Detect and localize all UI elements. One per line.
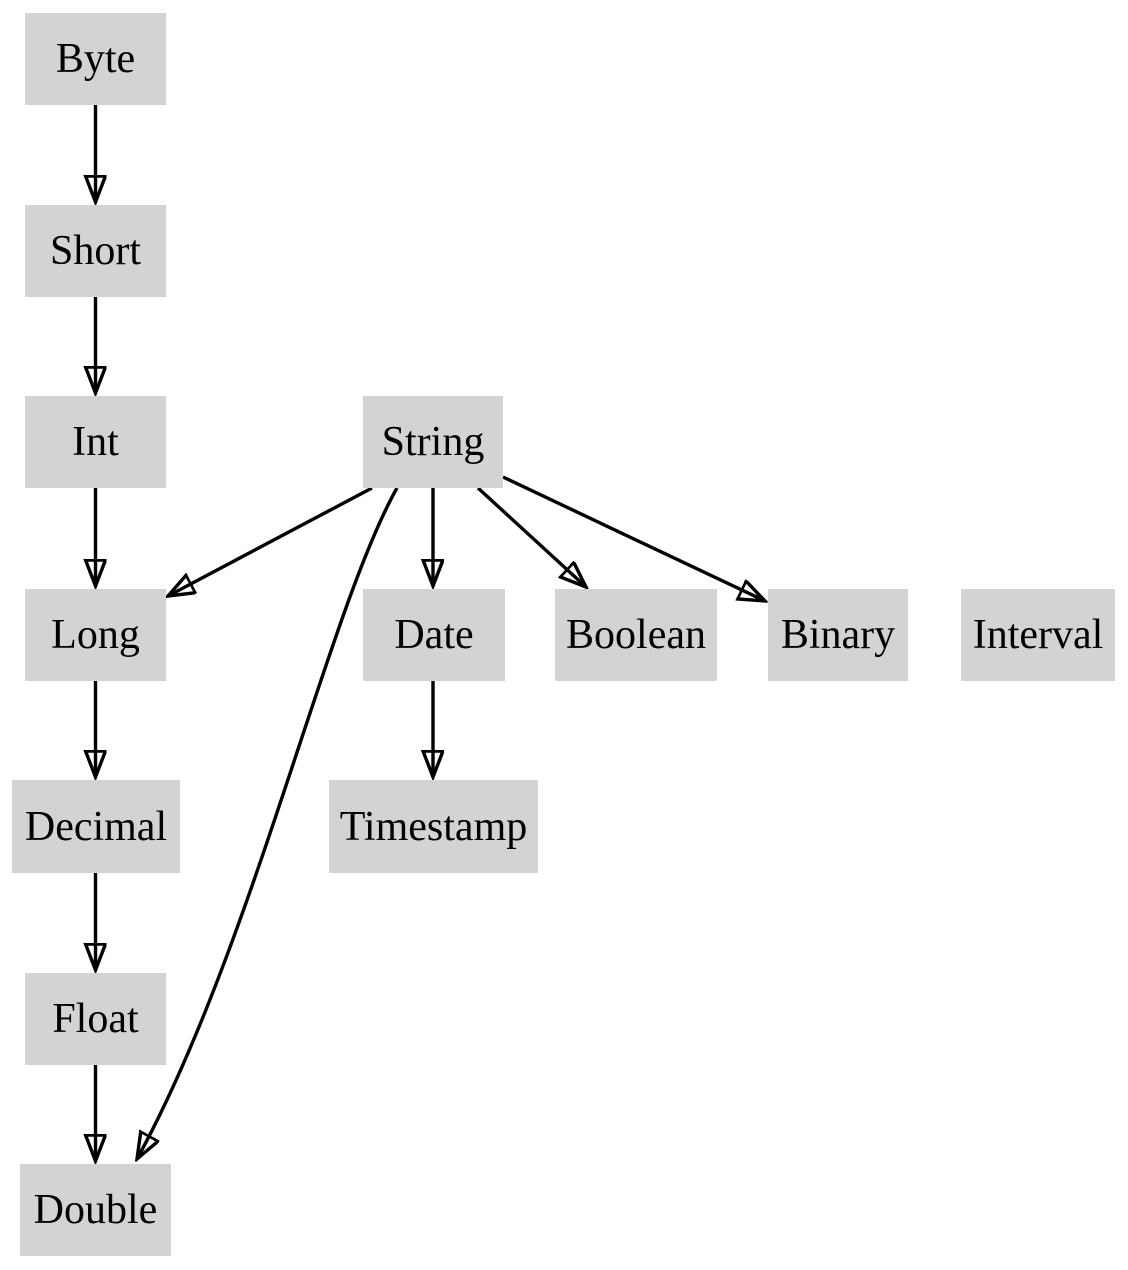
node-long: Long [25, 589, 166, 681]
node-interval: Interval [961, 589, 1115, 681]
node-decimal: Decimal [12, 780, 180, 873]
node-label: Long [51, 612, 140, 658]
node-int: Int [25, 396, 166, 488]
node-byte: Byte [25, 13, 166, 105]
node-label: Double [33, 1187, 158, 1233]
edge-string-to-double [137, 487, 399, 1159]
node-label: Float [52, 996, 139, 1042]
node-label: Date [394, 612, 474, 658]
node-double: Double [20, 1164, 171, 1256]
node-label: Interval [972, 612, 1104, 658]
node-label: Byte [55, 36, 136, 82]
node-label: String [381, 419, 485, 465]
node-label: Boolean [566, 612, 706, 658]
node-label: Timestamp [339, 803, 528, 850]
node-label: Decimal [24, 803, 168, 850]
edge-string-to-binary [502, 475, 765, 601]
node-binary: Binary [768, 589, 908, 681]
node-timestamp: Timestamp [329, 780, 538, 873]
node-float: Float [25, 973, 166, 1065]
edge-string-to-boolean [476, 486, 586, 587]
node-label: Int [72, 419, 119, 465]
node-string: String [363, 396, 503, 488]
node-short: Short [25, 205, 166, 297]
node-date: Date [363, 589, 505, 681]
node-label: Binary [780, 612, 896, 658]
edge-string-to-long [168, 486, 373, 596]
node-boolean: Boolean [555, 589, 717, 681]
node-label: Short [49, 228, 141, 274]
